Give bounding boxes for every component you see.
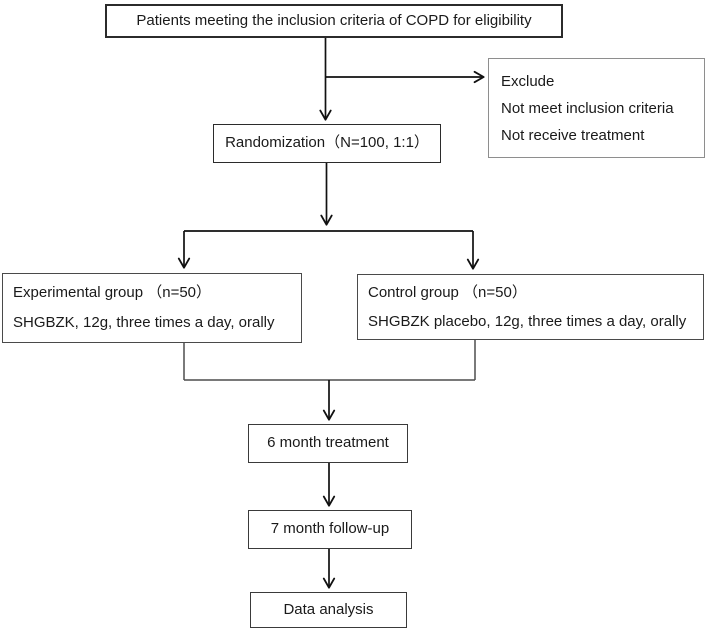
node-analysis-label: Data analysis: [283, 600, 374, 618]
node-analysis: Data analysis: [250, 592, 407, 628]
node-exclude-line-1: Exclude: [501, 72, 555, 90]
node-treatment: 6 month treatment: [248, 424, 408, 463]
node-exclude-line-2: Not meet inclusion criteria: [501, 99, 674, 117]
node-eligibility: Patients meeting the inclusion criteria …: [105, 4, 563, 38]
node-followup: 7 month follow-up: [248, 510, 412, 549]
node-treatment-label: 6 month treatment: [267, 434, 389, 452]
node-control-regimen: SHGBZK placebo, 12g, three times a day, …: [368, 313, 687, 330]
node-exclude: Exclude Not meet inclusion criteria Not …: [488, 58, 705, 158]
node-experimental-regimen: SHGBZK, 12g, three times a day, orally: [13, 314, 275, 331]
node-control-title: Control group （n=50）: [368, 284, 527, 301]
node-eligibility-label: Patients meeting the inclusion criteria …: [136, 11, 532, 29]
node-randomization: Randomization（N=100, 1:1）: [213, 124, 441, 163]
node-experimental-group: Experimental group （n=50） SHGBZK, 12g, t…: [2, 273, 302, 343]
node-exclude-line-3: Not receive treatment: [501, 126, 645, 144]
node-experimental-title: Experimental group （n=50）: [13, 284, 212, 301]
node-followup-label: 7 month follow-up: [270, 520, 390, 538]
node-randomization-label: Randomization（N=100, 1:1）: [225, 134, 429, 152]
node-control-group: Control group （n=50） SHGBZK placebo, 12g…: [357, 274, 704, 340]
